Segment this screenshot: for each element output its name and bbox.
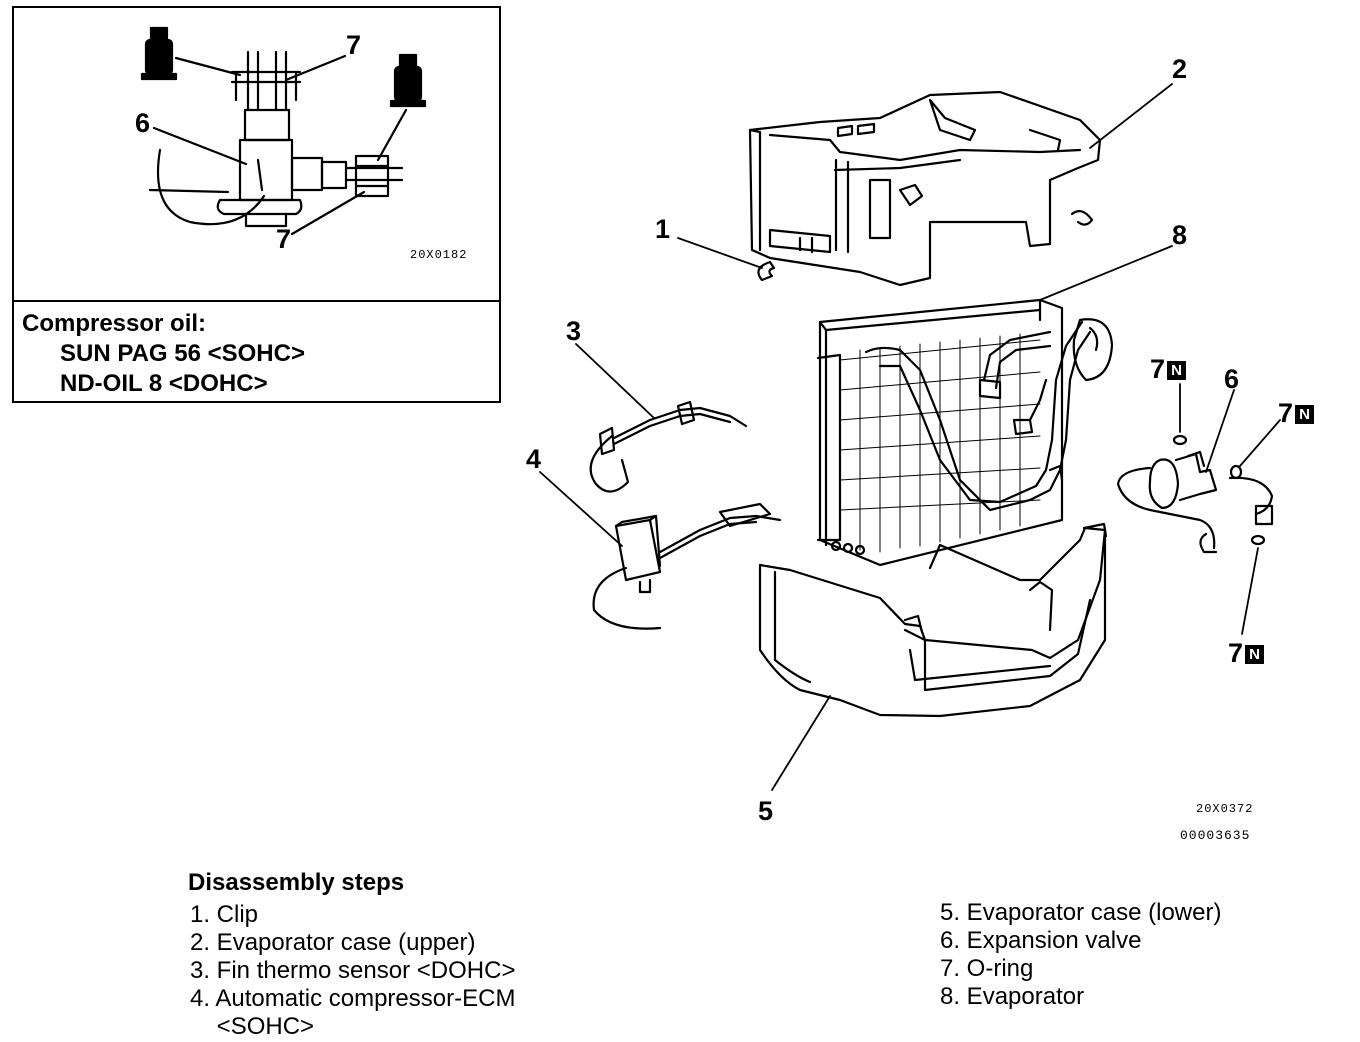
callout-4: 4 xyxy=(526,444,542,474)
expansion-valve xyxy=(1116,434,1274,554)
fin-thermo-sensor xyxy=(589,400,748,493)
new-part-badge: N xyxy=(1167,361,1187,380)
oil-can-icon-left xyxy=(140,26,178,81)
step-item: <SOHC> xyxy=(190,1013,315,1040)
evaporator-case-upper xyxy=(748,90,1102,287)
steps-list-right: 5. Evaporator case (lower) 6. Expansion … xyxy=(940,899,1221,1011)
new-part-badge: N xyxy=(1295,405,1315,424)
step-item: 3. Fin thermo sensor <DOHC> xyxy=(190,957,516,984)
callout-1: 1 xyxy=(655,214,671,244)
inset-expansion-valve-drawing xyxy=(140,26,427,236)
o-ring-right xyxy=(1229,464,1243,480)
compressor-oil-dohc: ND-OIL 8 <DOHC> xyxy=(60,370,268,397)
evaporator-core xyxy=(816,298,1114,567)
steps-list-left: 1. Clip 2. Evaporator case (upper) 3. Fi… xyxy=(190,901,515,1041)
leader-lines xyxy=(539,83,1281,791)
callout-8: 8 xyxy=(1172,220,1188,250)
inset-figure-code: 20X0182 xyxy=(410,248,468,262)
step-item: 8. Evaporator xyxy=(940,983,1085,1010)
inset-callout-7-top: 7 xyxy=(346,30,362,60)
o-ring-top xyxy=(1172,434,1188,446)
callout-5: 5 xyxy=(758,796,774,826)
callout-6: 6 xyxy=(1224,364,1240,394)
inset-divider xyxy=(12,300,501,302)
automatic-compressor-ecm xyxy=(592,502,782,630)
step-item: 5. Evaporator case (lower) xyxy=(940,899,1222,926)
evaporator-fins xyxy=(839,333,1041,553)
step-item: 7. O-ring xyxy=(940,955,1034,982)
inset-callout-6: 6 xyxy=(135,108,151,138)
step-item: 1. Clip xyxy=(190,901,259,928)
evaporator-case-lower xyxy=(758,522,1108,718)
step-item: 4. Automatic compressor-ECM xyxy=(190,985,516,1012)
inset-box xyxy=(12,6,501,403)
new-part-badge: N xyxy=(1245,645,1265,664)
document-code: 00003635 xyxy=(1180,828,1251,843)
compressor-oil-sohc: SUN PAG 56 <SOHC> xyxy=(60,340,305,367)
main-figure-code: 20X0372 xyxy=(1196,802,1254,816)
compressor-oil-title: Compressor oil: xyxy=(22,310,207,337)
oil-can-icon-right xyxy=(389,53,427,108)
steps-title: Disassembly steps xyxy=(188,869,405,896)
callout-2: 2 xyxy=(1172,54,1188,84)
callout-3: 3 xyxy=(566,316,582,346)
o-ring-bottom xyxy=(1250,534,1266,546)
inset-callout-7-bottom: 7 xyxy=(276,224,292,254)
clip xyxy=(757,260,776,282)
step-item: 2. Evaporator case (upper) xyxy=(190,929,476,956)
step-item: 6. Expansion valve xyxy=(940,927,1142,954)
